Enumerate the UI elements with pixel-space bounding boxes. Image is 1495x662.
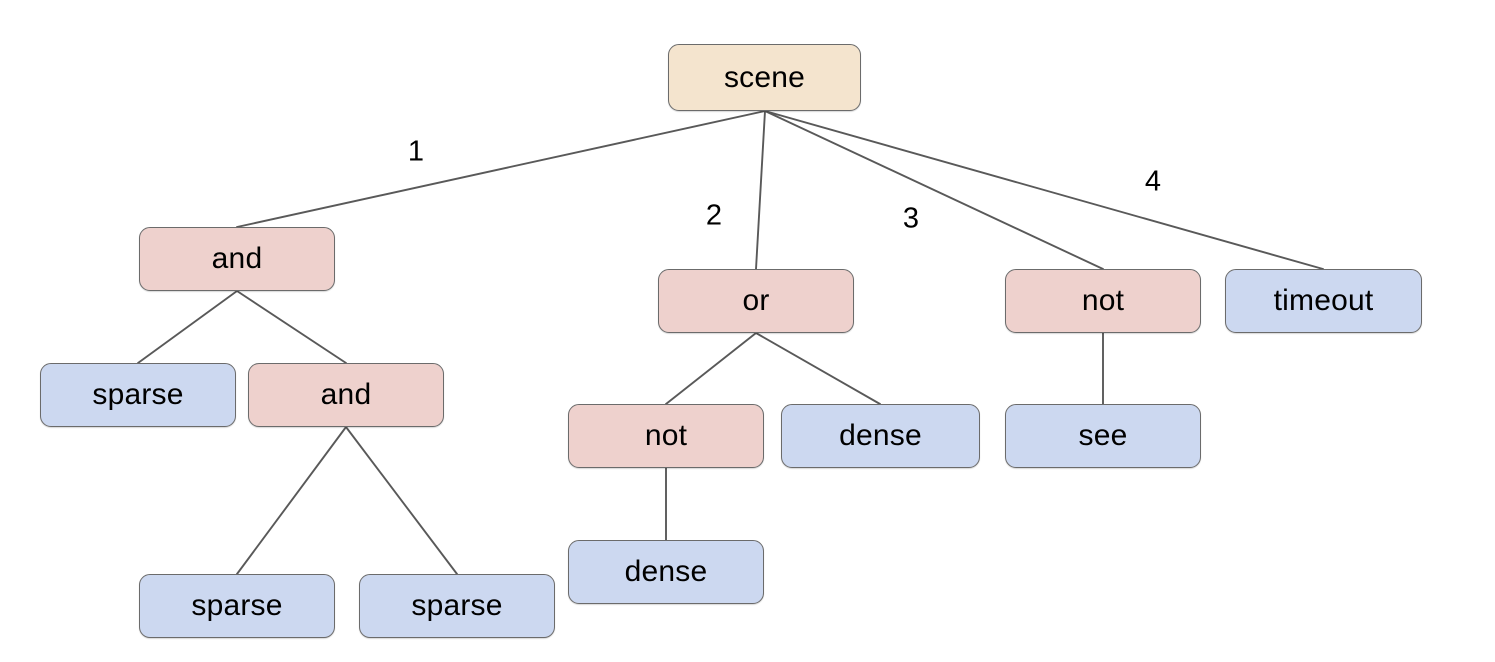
tree-node-scene[interactable]: scene (668, 44, 861, 111)
tree-node-not2[interactable]: not (1005, 269, 1201, 333)
edge-label-1: 1 (407, 135, 425, 168)
edge-label-3: 3 (902, 202, 920, 235)
tree-node-see1[interactable]: see (1005, 404, 1201, 468)
tree-node-sparse1[interactable]: sparse (40, 363, 236, 427)
tree-edge-and1-to-sparse1 (137, 290, 238, 364)
edge-label-4: 4 (1144, 165, 1162, 198)
tree-node-or1[interactable]: or (658, 269, 854, 333)
tree-edge-scene-to-timeout1 (764, 110, 1324, 270)
edge-label-2: 2 (705, 199, 723, 232)
tree-edge-and2-to-sparse2 (236, 426, 347, 575)
tree-node-dense2[interactable]: dense (568, 540, 764, 604)
tree-edge-scene-to-not2 (764, 110, 1104, 270)
tree-edge-or1-to-dense1 (755, 332, 881, 405)
tree-edge-and2-to-sparse3 (345, 426, 458, 575)
tree-edge-and1-to-and2 (236, 290, 347, 364)
tree-node-and1[interactable]: and (139, 227, 335, 291)
tree-edge-scene-to-or1 (755, 110, 766, 270)
tree-node-sparse3[interactable]: sparse (359, 574, 555, 638)
tree-node-dense1[interactable]: dense (781, 404, 980, 468)
tree-node-and2[interactable]: and (248, 363, 444, 427)
tree-node-sparse2[interactable]: sparse (139, 574, 335, 638)
tree-node-timeout1[interactable]: timeout (1225, 269, 1422, 333)
tree-edge-scene-to-and1 (236, 110, 766, 228)
tree-edge-or1-to-not1 (665, 332, 757, 405)
tree-node-not1[interactable]: not (568, 404, 764, 468)
